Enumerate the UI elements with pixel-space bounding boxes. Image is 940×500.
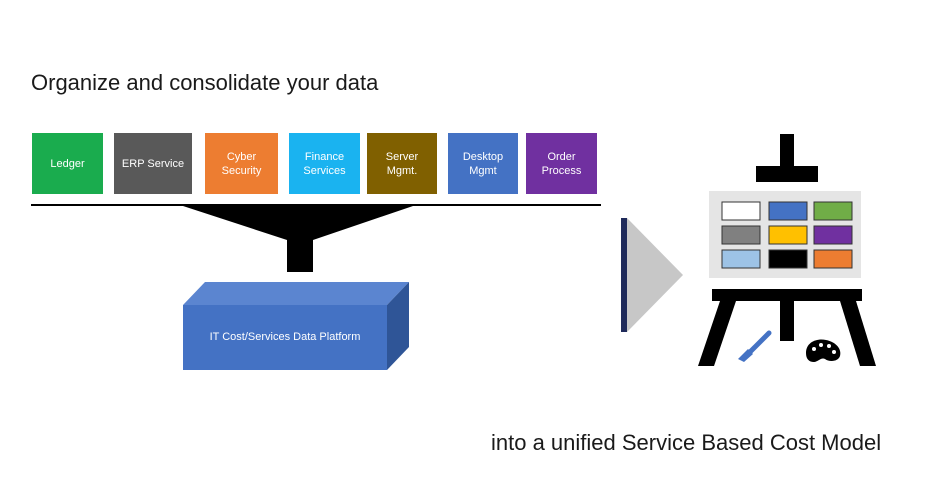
color-swatch (721, 225, 761, 245)
source-box-order-process: Order Process (526, 133, 597, 194)
platform-front-face (183, 305, 387, 370)
color-swatch (768, 249, 808, 269)
footline: into a unified Service Based Cost Model (491, 430, 882, 455)
funnel-icon (183, 206, 413, 272)
platform-side-face (387, 282, 409, 370)
easel-icon (698, 134, 876, 366)
arrow-right-icon (621, 218, 683, 332)
color-swatch (813, 249, 853, 269)
color-swatch (768, 201, 808, 221)
paintbrush-icon (738, 330, 772, 362)
source-box-desktop-mgmt: Desktop Mgmt (448, 133, 518, 194)
color-swatch-grid (721, 201, 853, 269)
source-box-erp-service: ERP Service (114, 133, 192, 194)
data-platform-label: IT Cost/Services Data Platform (209, 331, 361, 343)
divider-line (31, 204, 601, 206)
color-swatch (721, 201, 761, 221)
source-box-server-mgmt: Server Mgmt. (367, 133, 437, 194)
data-platform-box (183, 282, 409, 370)
color-swatch (768, 225, 808, 245)
platform-top-face (183, 282, 409, 305)
color-swatch (721, 249, 761, 269)
color-swatch (813, 225, 853, 245)
source-box-ledger: Ledger (32, 133, 103, 194)
headline: Organize and consolidate your data (31, 70, 379, 95)
source-box-finance-services: Finance Services (289, 133, 360, 194)
source-box-cyber-security: Cyber Security (205, 133, 278, 194)
paint-palette-icon (806, 339, 841, 362)
color-swatch (813, 201, 853, 221)
